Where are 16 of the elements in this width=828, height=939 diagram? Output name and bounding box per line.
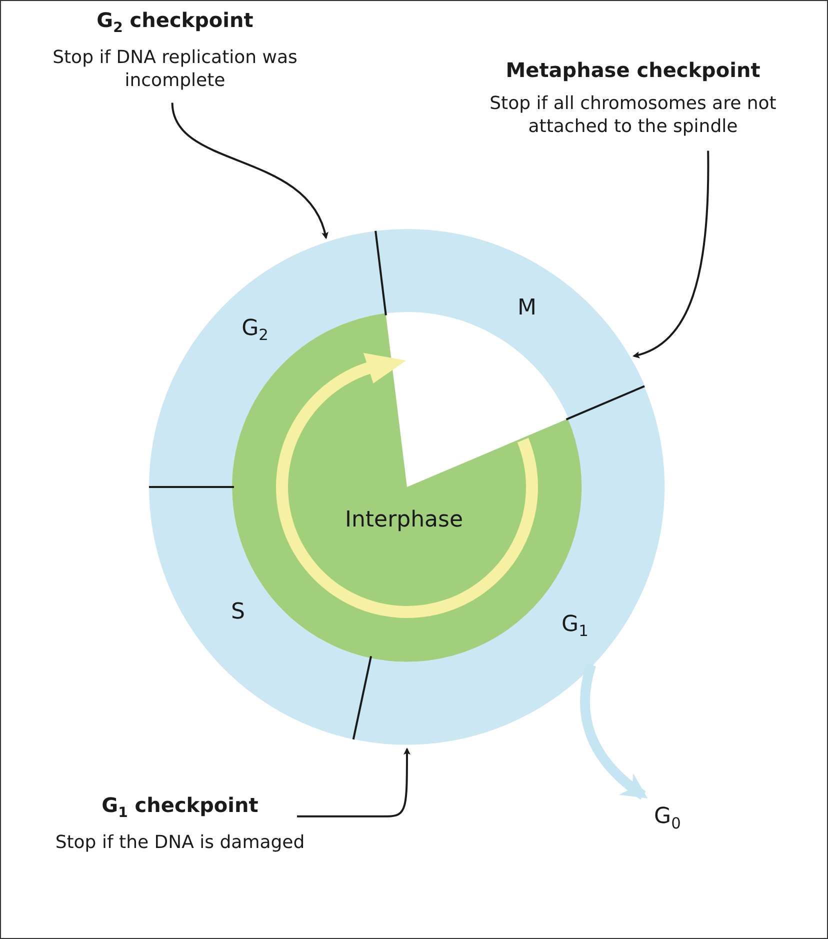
- phase-label: M: [518, 296, 536, 320]
- phase-label: G$_{1}$: [562, 612, 588, 640]
- checkpoint-heading: G$_{1}$ checkpoint: [100, 793, 260, 821]
- checkpoint-heading: Metaphase checkpoint: [504, 58, 762, 82]
- arrow: [632, 150, 710, 358]
- checkpoint-heading: G$_{2}$ checkpoint: [96, 8, 254, 36]
- phase-label: G$_{2}$: [242, 316, 268, 344]
- arrow: [171, 102, 328, 240]
- checkpoint-description: Stop if all chromosomes are not attached to the spindle: [488, 92, 778, 139]
- phase-label: Interphase: [344, 508, 464, 532]
- phase-label: G$_{0}$: [654, 804, 681, 832]
- checkpoint-description: Stop if the DNA is damaged: [54, 831, 306, 854]
- checkpoint-description: Stop if DNA replication was incomplete: [52, 46, 298, 93]
- arrow: [580, 664, 648, 800]
- arrow: [297, 748, 410, 818]
- phase-label: S: [231, 600, 245, 624]
